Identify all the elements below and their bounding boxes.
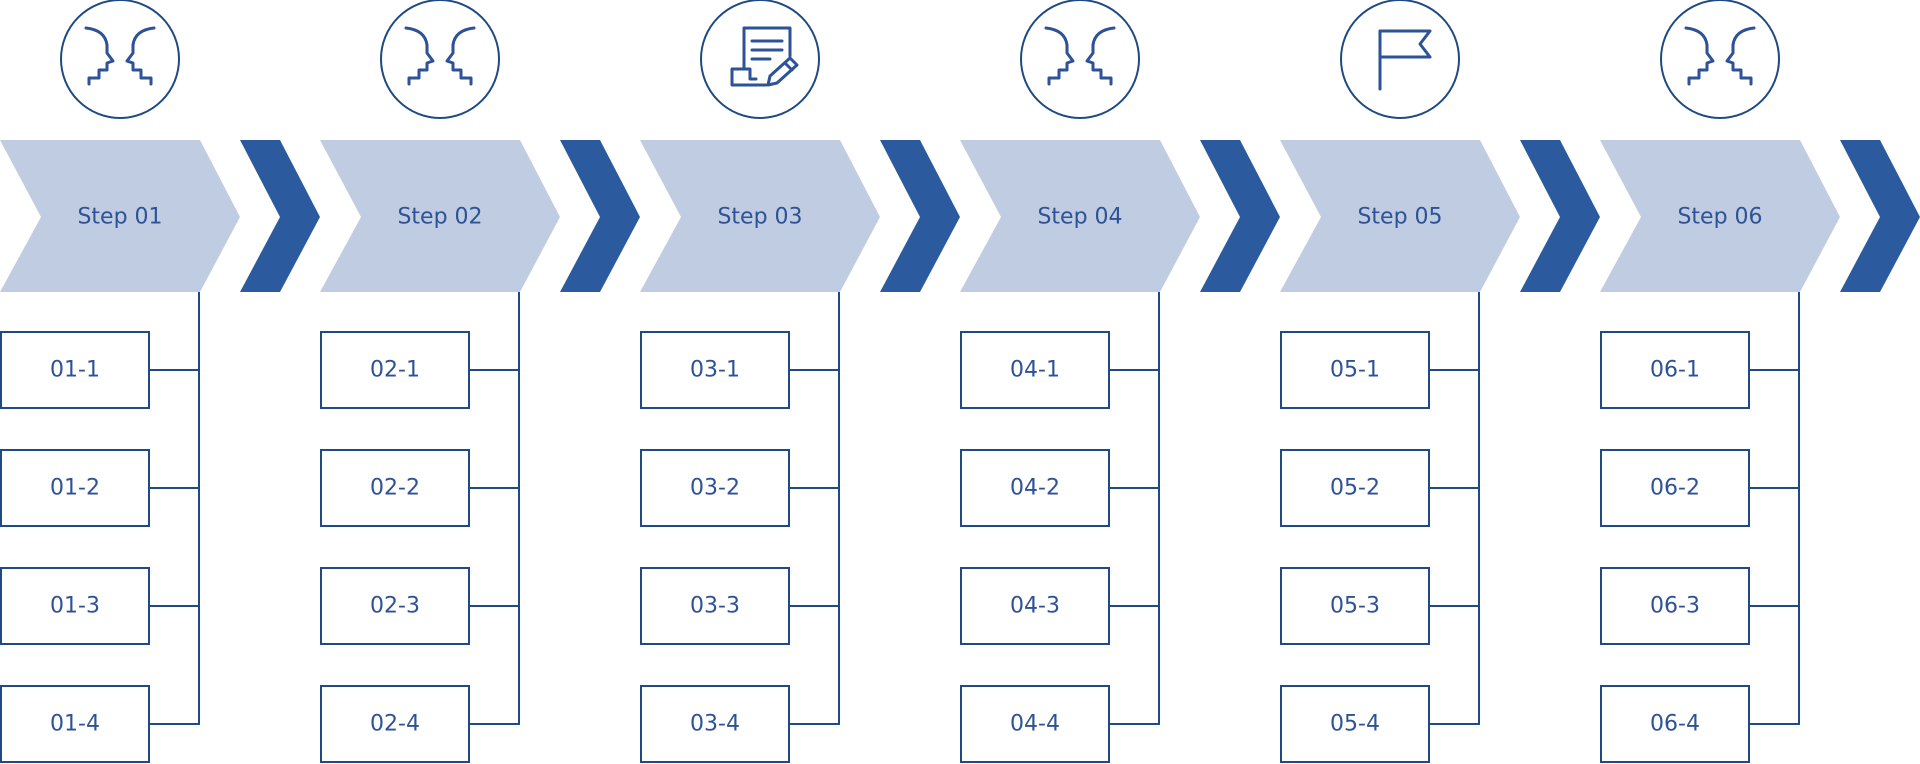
arrow-chevron bbox=[880, 140, 960, 292]
sub-step-box: 03-4 bbox=[640, 685, 839, 763]
sub-step-box: 02-2 bbox=[320, 449, 519, 527]
sub-step-label: 04-1 bbox=[1010, 358, 1060, 383]
sub-step-label: 05-1 bbox=[1330, 358, 1380, 383]
arrow-chevron bbox=[1200, 140, 1280, 292]
sub-step-box: 01-1 bbox=[0, 331, 199, 409]
flag-icon bbox=[1340, 0, 1460, 119]
step-label: Step 06 bbox=[1677, 205, 1762, 230]
sub-step-label: 03-3 bbox=[690, 594, 740, 619]
arrow-chevron bbox=[1520, 140, 1600, 292]
two-faces-icon bbox=[1020, 0, 1140, 119]
step-chevron bbox=[960, 140, 1200, 292]
sub-step-box: 02-1 bbox=[320, 331, 519, 409]
step-group: Step 06 06-1 06-2 06-3 06-4 bbox=[1600, 0, 1920, 763]
sub-step-label: 01-3 bbox=[50, 594, 100, 619]
sub-step-box: 06-1 bbox=[1600, 331, 1799, 409]
sub-step-box: 01-3 bbox=[0, 567, 199, 645]
sub-step-label: 02-3 bbox=[370, 594, 420, 619]
sub-step-box: 02-4 bbox=[320, 685, 519, 763]
sub-step-label: 03-1 bbox=[690, 358, 740, 383]
sub-step-box: 03-3 bbox=[640, 567, 839, 645]
sub-step-label: 03-2 bbox=[690, 476, 740, 501]
sub-step-box: 06-4 bbox=[1600, 685, 1799, 763]
step-label: Step 04 bbox=[1037, 205, 1122, 230]
sub-step-box: 06-3 bbox=[1600, 567, 1799, 645]
sub-step-label: 03-4 bbox=[690, 712, 740, 737]
sub-step-label: 05-2 bbox=[1330, 476, 1380, 501]
step-chevron bbox=[1280, 140, 1520, 292]
step-group: Step 05 05-1 05-2 05-3 05-4 bbox=[1280, 0, 1600, 763]
sub-step-label: 04-3 bbox=[1010, 594, 1060, 619]
sub-step-box: 02-3 bbox=[320, 567, 519, 645]
sub-step-label: 06-4 bbox=[1650, 712, 1700, 737]
step-label: Step 05 bbox=[1357, 205, 1442, 230]
sub-step-label: 01-1 bbox=[50, 358, 100, 383]
step-group: Step 02 02-1 02-2 02-3 02-4 bbox=[320, 0, 640, 763]
step-label: Step 02 bbox=[397, 205, 482, 230]
step-chevron bbox=[1600, 140, 1840, 292]
step-group: Step 01 01-1 01-2 01-3 01-4 bbox=[0, 0, 320, 763]
step-chevron bbox=[640, 140, 880, 292]
arrow-chevron bbox=[560, 140, 640, 292]
sub-step-label: 06-2 bbox=[1650, 476, 1700, 501]
step-label: Step 03 bbox=[717, 205, 802, 230]
step-label: Step 01 bbox=[77, 205, 162, 230]
sub-step-box: 05-1 bbox=[1280, 331, 1479, 409]
step-group: Step 03 03-1 03-2 03-3 03-4 bbox=[640, 0, 960, 763]
two-faces-icon bbox=[380, 0, 500, 119]
sub-step-box: 05-3 bbox=[1280, 567, 1479, 645]
sub-step-box: 03-2 bbox=[640, 449, 839, 527]
sub-step-box: 03-1 bbox=[640, 331, 839, 409]
step-group: Step 04 04-1 04-2 04-3 04-4 bbox=[960, 0, 1280, 763]
sub-step-label: 04-4 bbox=[1010, 712, 1060, 737]
arrow-chevron bbox=[240, 140, 320, 292]
sub-step-box: 05-4 bbox=[1280, 685, 1479, 763]
sub-step-label: 06-1 bbox=[1650, 358, 1700, 383]
sub-step-box: 04-3 bbox=[960, 567, 1159, 645]
two-faces-icon bbox=[60, 0, 180, 119]
sub-step-box: 04-2 bbox=[960, 449, 1159, 527]
step-chevron bbox=[0, 140, 240, 292]
sub-step-label: 02-4 bbox=[370, 712, 420, 737]
two-faces-icon bbox=[1660, 0, 1780, 119]
sub-step-box: 01-2 bbox=[0, 449, 199, 527]
sub-step-label: 02-1 bbox=[370, 358, 420, 383]
sub-step-label: 02-2 bbox=[370, 476, 420, 501]
sub-step-label: 04-2 bbox=[1010, 476, 1060, 501]
document-edit-icon bbox=[700, 0, 820, 119]
sub-step-label: 01-2 bbox=[50, 476, 100, 501]
sub-step-label: 06-3 bbox=[1650, 594, 1700, 619]
step-chevron bbox=[320, 140, 560, 292]
sub-step-label: 05-4 bbox=[1330, 712, 1380, 737]
sub-step-box: 04-1 bbox=[960, 331, 1159, 409]
sub-step-label: 01-4 bbox=[50, 712, 100, 737]
sub-step-box: 04-4 bbox=[960, 685, 1159, 763]
sub-step-box: 05-2 bbox=[1280, 449, 1479, 527]
sub-step-box: 01-4 bbox=[0, 685, 199, 763]
sub-step-box: 06-2 bbox=[1600, 449, 1799, 527]
arrow-chevron bbox=[1840, 140, 1920, 292]
sub-step-label: 05-3 bbox=[1330, 594, 1380, 619]
